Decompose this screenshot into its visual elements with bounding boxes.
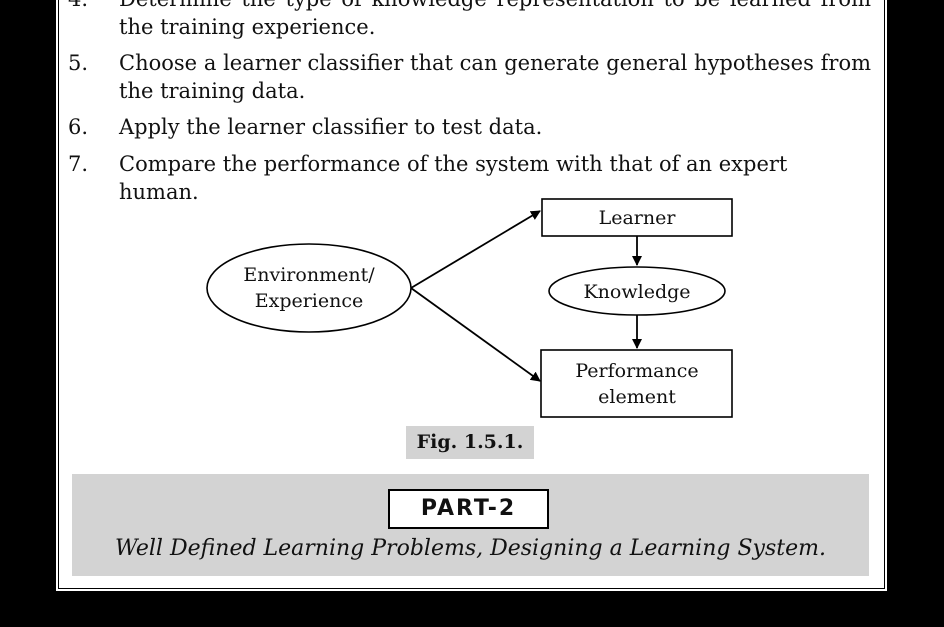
figure-caption: Fig. 1.5.1. — [406, 426, 534, 459]
list-item-text: Compare the performance of the system wi… — [119, 152, 788, 204]
learner-box — [541, 198, 733, 237]
learner-label: Learner — [599, 207, 677, 229]
list-item-number: 4. — [68, 0, 88, 13]
performance-label: Performance — [575, 360, 698, 382]
arrow-environment-to-performance — [410, 287, 541, 382]
element-label: element — [598, 386, 676, 408]
list-item-number: 5. — [68, 51, 89, 75]
arrow-environment-to-learner — [410, 210, 541, 289]
part-label: PART-2 — [388, 489, 549, 529]
list-item-text: Choose a learner classifier that can gen… — [119, 51, 871, 103]
list-item-number: 6. — [68, 115, 89, 139]
part-section: PART-2 Well Defined Learning Problems, D… — [72, 474, 869, 576]
environment-ellipse — [206, 243, 412, 333]
list-item-number: 7. — [68, 152, 89, 176]
document-page: 4. Determine the type of knowledge repre… — [55, 0, 888, 592]
part-subtitle: Well Defined Learning Problems, Designin… — [115, 536, 826, 561]
environment-label: Environment/ — [243, 264, 375, 286]
knowledge-label: Knowledge — [583, 281, 690, 303]
list-item-text: Determine the type of knowledge represen… — [119, 0, 871, 39]
performance-element-box — [540, 349, 733, 418]
learning-system-diagram: Environment/ Experience Learner Knowledg… — [206, 198, 733, 418]
list-item-text: Apply the learner classifier to test dat… — [119, 115, 543, 139]
experience-label: Experience — [255, 290, 364, 312]
